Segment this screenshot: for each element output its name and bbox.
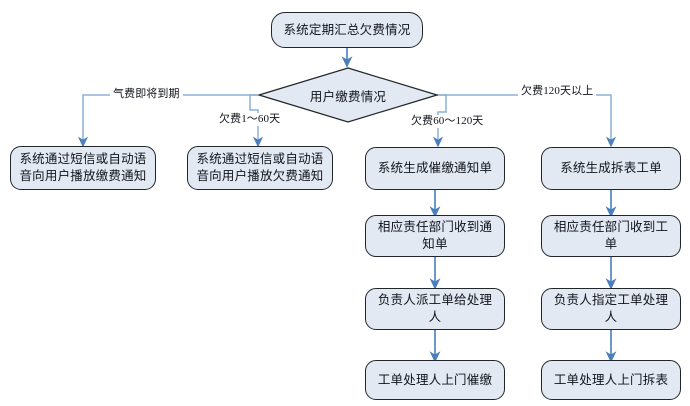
node-decision-label: 用户缴费情况	[309, 89, 387, 104]
edge-label-branch-2-text: 欠费1～60天	[219, 113, 281, 125]
node-c3-s1-label: 系统生成催缴通知单	[377, 161, 493, 175]
edge-label-branch-3-text: 欠费60～120天	[411, 115, 484, 127]
edge-label-branch-2: 欠费1～60天	[216, 113, 284, 126]
decision-diamond-shape	[258, 67, 438, 123]
node-c3-s2-label: 相应责任部门收到通知单	[377, 220, 493, 251]
node-c3-s4-label: 工单处理人上门催缴	[377, 372, 493, 387]
node-c1-s1-label: 系统通过短信或自动语音向用户播放缴费通知	[19, 152, 147, 183]
node-c2-s1-label: 系统通过短信或自动语音向用户播放欠费通知	[196, 152, 324, 183]
node-c4-s1-label: 系统生成拆表工单	[560, 161, 662, 175]
node-c4-s2-label: 相应责任部门收到工单	[553, 220, 669, 251]
node-c4-s4-label: 工单处理人上门拆表	[553, 372, 669, 387]
node-c3-s4[interactable]: 工单处理人上门催缴	[365, 360, 505, 400]
node-c2-s1[interactable]: 系统通过短信或自动语音向用户播放欠费通知	[187, 146, 333, 190]
node-c1-s1[interactable]: 系统通过短信或自动语音向用户播放缴费通知	[10, 146, 156, 190]
node-c3-s1[interactable]: 系统生成催缴通知单	[365, 147, 505, 190]
edge-label-branch-4-text: 欠费120天以上	[521, 85, 594, 97]
node-c3-s2[interactable]: 相应责任部门收到通知单	[365, 215, 505, 257]
node-c4-s3-label: 负责人指定工单处理人	[553, 293, 669, 324]
node-c4-s2[interactable]: 相应责任部门收到工单	[541, 215, 681, 257]
node-decision[interactable]: 用户缴费情况	[258, 67, 438, 123]
edge-label-branch-1: 气费即将到期	[110, 88, 183, 101]
node-start[interactable]: 系统定期汇总欠费情况	[271, 12, 423, 48]
node-c3-s3-label: 负责人派工单给处理人	[377, 293, 493, 324]
node-c4-s4[interactable]: 工单处理人上门拆表	[541, 360, 681, 400]
edge-label-branch-3: 欠费60～120天	[408, 115, 487, 128]
node-start-label: 系统定期汇总欠费情况	[283, 22, 411, 37]
edge-label-branch-1-text: 气费即将到期	[113, 88, 180, 100]
node-c3-s3[interactable]: 负责人派工单给处理人	[365, 288, 505, 330]
edge-label-branch-4: 欠费120天以上	[518, 85, 597, 98]
node-c4-s1[interactable]: 系统生成拆表工单	[541, 147, 681, 190]
node-c4-s3[interactable]: 负责人指定工单处理人	[541, 288, 681, 330]
